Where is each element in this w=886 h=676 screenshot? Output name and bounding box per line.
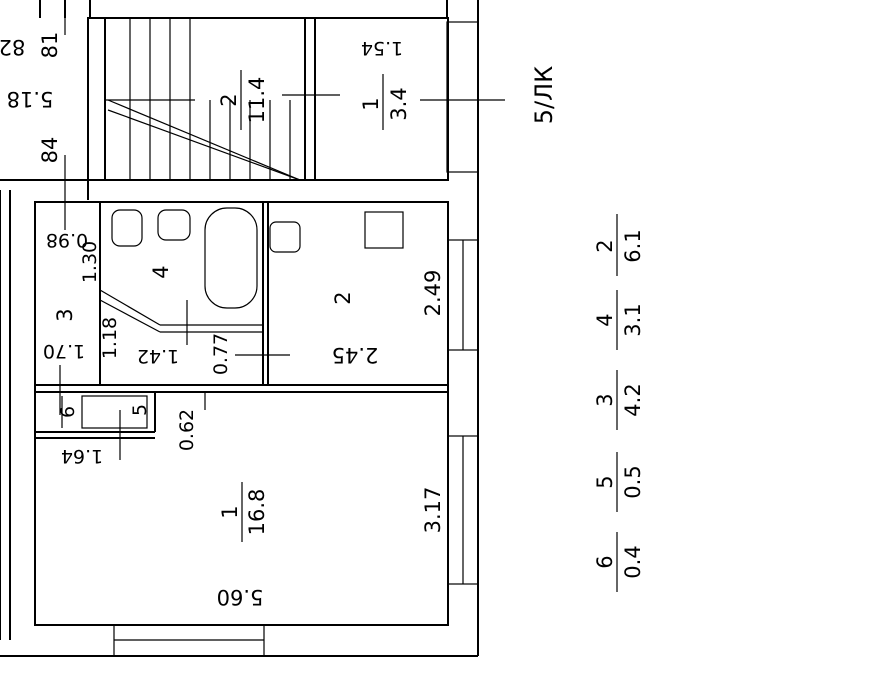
balcony-number: 1 bbox=[359, 97, 383, 110]
balcony-area: 3.4 bbox=[387, 87, 411, 120]
label-room-1: 1 16.8 bbox=[218, 482, 269, 542]
legend-number: 6 bbox=[593, 555, 617, 568]
dim-0-98: 0.98 bbox=[46, 229, 88, 251]
room-2-depth: 2.49 bbox=[421, 270, 445, 317]
legend-number: 4 bbox=[593, 313, 617, 326]
legend-area: 0.4 bbox=[621, 545, 645, 578]
legend-area: 4.2 bbox=[621, 383, 645, 416]
legend-area: 3.1 bbox=[621, 303, 645, 336]
dim-81: 81 bbox=[38, 32, 62, 59]
legend-item: 5 0.5 bbox=[593, 452, 645, 512]
stair-treads bbox=[129, 18, 291, 180]
room-3-height: 1.18 bbox=[99, 317, 121, 359]
legend-item: 4 3.1 bbox=[593, 290, 645, 350]
legend-area: 0.5 bbox=[621, 465, 645, 498]
room-3-number: 3 bbox=[53, 308, 77, 321]
room-4-width: 1.42 bbox=[137, 345, 179, 367]
label-stair-room: 2 11.4 bbox=[217, 70, 269, 130]
legend-number: 3 bbox=[593, 393, 617, 406]
block-label: 5/ЛК bbox=[530, 66, 558, 124]
area-legend: 2 6.1 4 3.1 3 4.2 5 0.5 6 0.4 bbox=[593, 214, 645, 592]
room-2-number: 2 bbox=[331, 291, 355, 304]
dim-0-77: 0.77 bbox=[210, 333, 232, 375]
room-4-number: 4 bbox=[149, 265, 173, 278]
legend-number: 2 bbox=[593, 239, 617, 252]
legend-area: 6.1 bbox=[621, 229, 645, 262]
legend-item: 6 0.4 bbox=[593, 532, 645, 592]
legend-number: 5 bbox=[593, 475, 617, 488]
dim-1-64: 1.64 bbox=[61, 445, 103, 467]
room-4-depth: 1.30 bbox=[79, 241, 101, 283]
stair-room-number: 2 bbox=[217, 93, 241, 106]
dim-5-18: 5.18 bbox=[7, 87, 54, 111]
dim-84: 84 bbox=[38, 137, 62, 164]
room-5-number: 5 bbox=[129, 404, 151, 416]
balcony-dim: 1.54 bbox=[361, 37, 403, 59]
room-2-width: 2.45 bbox=[332, 343, 379, 367]
legend-item: 3 4.2 bbox=[593, 370, 645, 430]
room-1-width: 5.60 bbox=[217, 585, 264, 609]
room-1-area: 16.8 bbox=[245, 489, 269, 536]
label-balcony: 1 3.4 1.54 bbox=[359, 37, 411, 130]
apartment-rooms bbox=[34, 201, 479, 657]
room-3-depth: 1.70 bbox=[43, 340, 85, 362]
dim-0-62: 0.62 bbox=[176, 409, 198, 451]
room-6-number: 6 bbox=[57, 406, 79, 418]
dim-82: 82 bbox=[0, 35, 25, 59]
room-1-depth: 3.17 bbox=[421, 487, 445, 534]
room-1-number: 1 bbox=[218, 505, 242, 518]
stair-room-area: 11.4 bbox=[245, 77, 269, 124]
leader-lines bbox=[59, 0, 505, 460]
legend-item: 2 6.1 bbox=[593, 214, 645, 276]
